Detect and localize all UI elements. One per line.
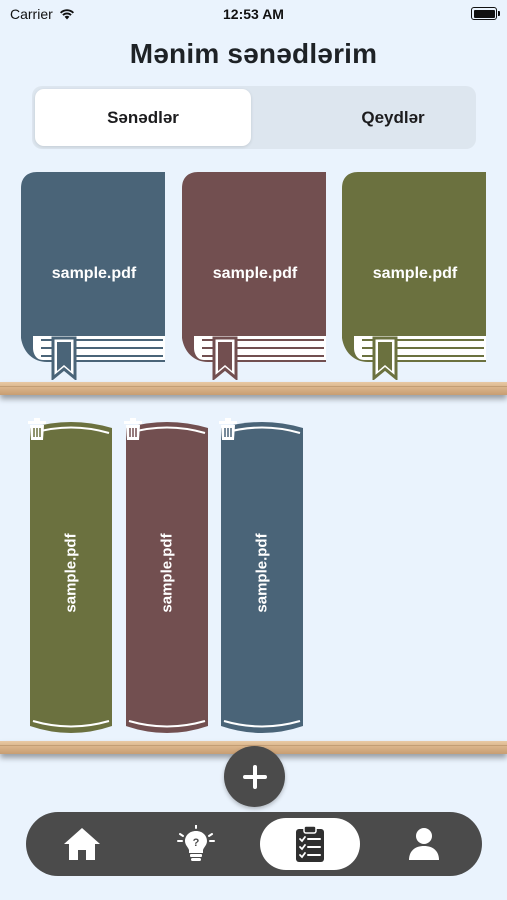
status-time: 12:53 AM xyxy=(223,6,284,22)
clipboard-checklist-icon xyxy=(296,825,324,862)
book-title: sample.pdf xyxy=(62,533,80,613)
trash-icon[interactable] xyxy=(219,418,237,440)
bookshelf-top xyxy=(0,382,507,395)
book-cover-icon xyxy=(21,172,165,380)
book-title: sample.pdf xyxy=(51,265,137,282)
carrier-label: Carrier xyxy=(10,6,53,22)
book-title: sample.pdf xyxy=(253,533,271,613)
book-cover-icon xyxy=(342,172,486,380)
book-spine[interactable]: sample.pdf xyxy=(219,418,305,738)
svg-text:?: ? xyxy=(193,837,200,849)
carrier-indicator: Carrier xyxy=(10,6,75,22)
book-item[interactable]: sample.pdf xyxy=(19,170,169,380)
book-title: sample.pdf xyxy=(212,265,298,282)
book-spine[interactable]: sample.pdf xyxy=(28,418,114,738)
tab-documents-nav[interactable] xyxy=(260,818,360,870)
book-spine-shape xyxy=(221,422,303,733)
book-item[interactable]: sample.pdf xyxy=(340,170,490,380)
tab-notes[interactable]: Qeydlər xyxy=(361,107,425,127)
status-bar: Carrier 12:53 AM xyxy=(0,0,507,28)
tab-ideas[interactable]: ? xyxy=(146,818,246,870)
person-icon xyxy=(409,828,439,860)
book-title: sample.pdf xyxy=(372,265,458,282)
book-cover-icon xyxy=(182,172,326,380)
lightbulb-icon: ? xyxy=(177,825,215,861)
segmented-control: Sənədlər Qeydlər xyxy=(32,86,476,149)
tab-home[interactable] xyxy=(32,818,132,870)
book-title: sample.pdf xyxy=(158,533,176,613)
page-title: Mənim sənədlərim xyxy=(129,38,378,69)
home-icon xyxy=(64,828,100,860)
book-spine[interactable]: sample.pdf xyxy=(124,418,210,738)
book-spine-shape xyxy=(126,422,208,733)
trash-icon[interactable] xyxy=(124,418,142,440)
plus-icon xyxy=(242,764,267,789)
battery-icon xyxy=(471,7,500,20)
tab-documents[interactable]: Sənədlər xyxy=(35,89,251,146)
add-document-button[interactable] xyxy=(224,746,285,807)
book-item[interactable]: sample.pdf xyxy=(180,170,330,380)
tab-bar: ? xyxy=(26,812,482,876)
trash-icon[interactable] xyxy=(28,418,46,440)
tab-profile[interactable] xyxy=(374,818,474,870)
wifi-icon xyxy=(59,9,74,20)
